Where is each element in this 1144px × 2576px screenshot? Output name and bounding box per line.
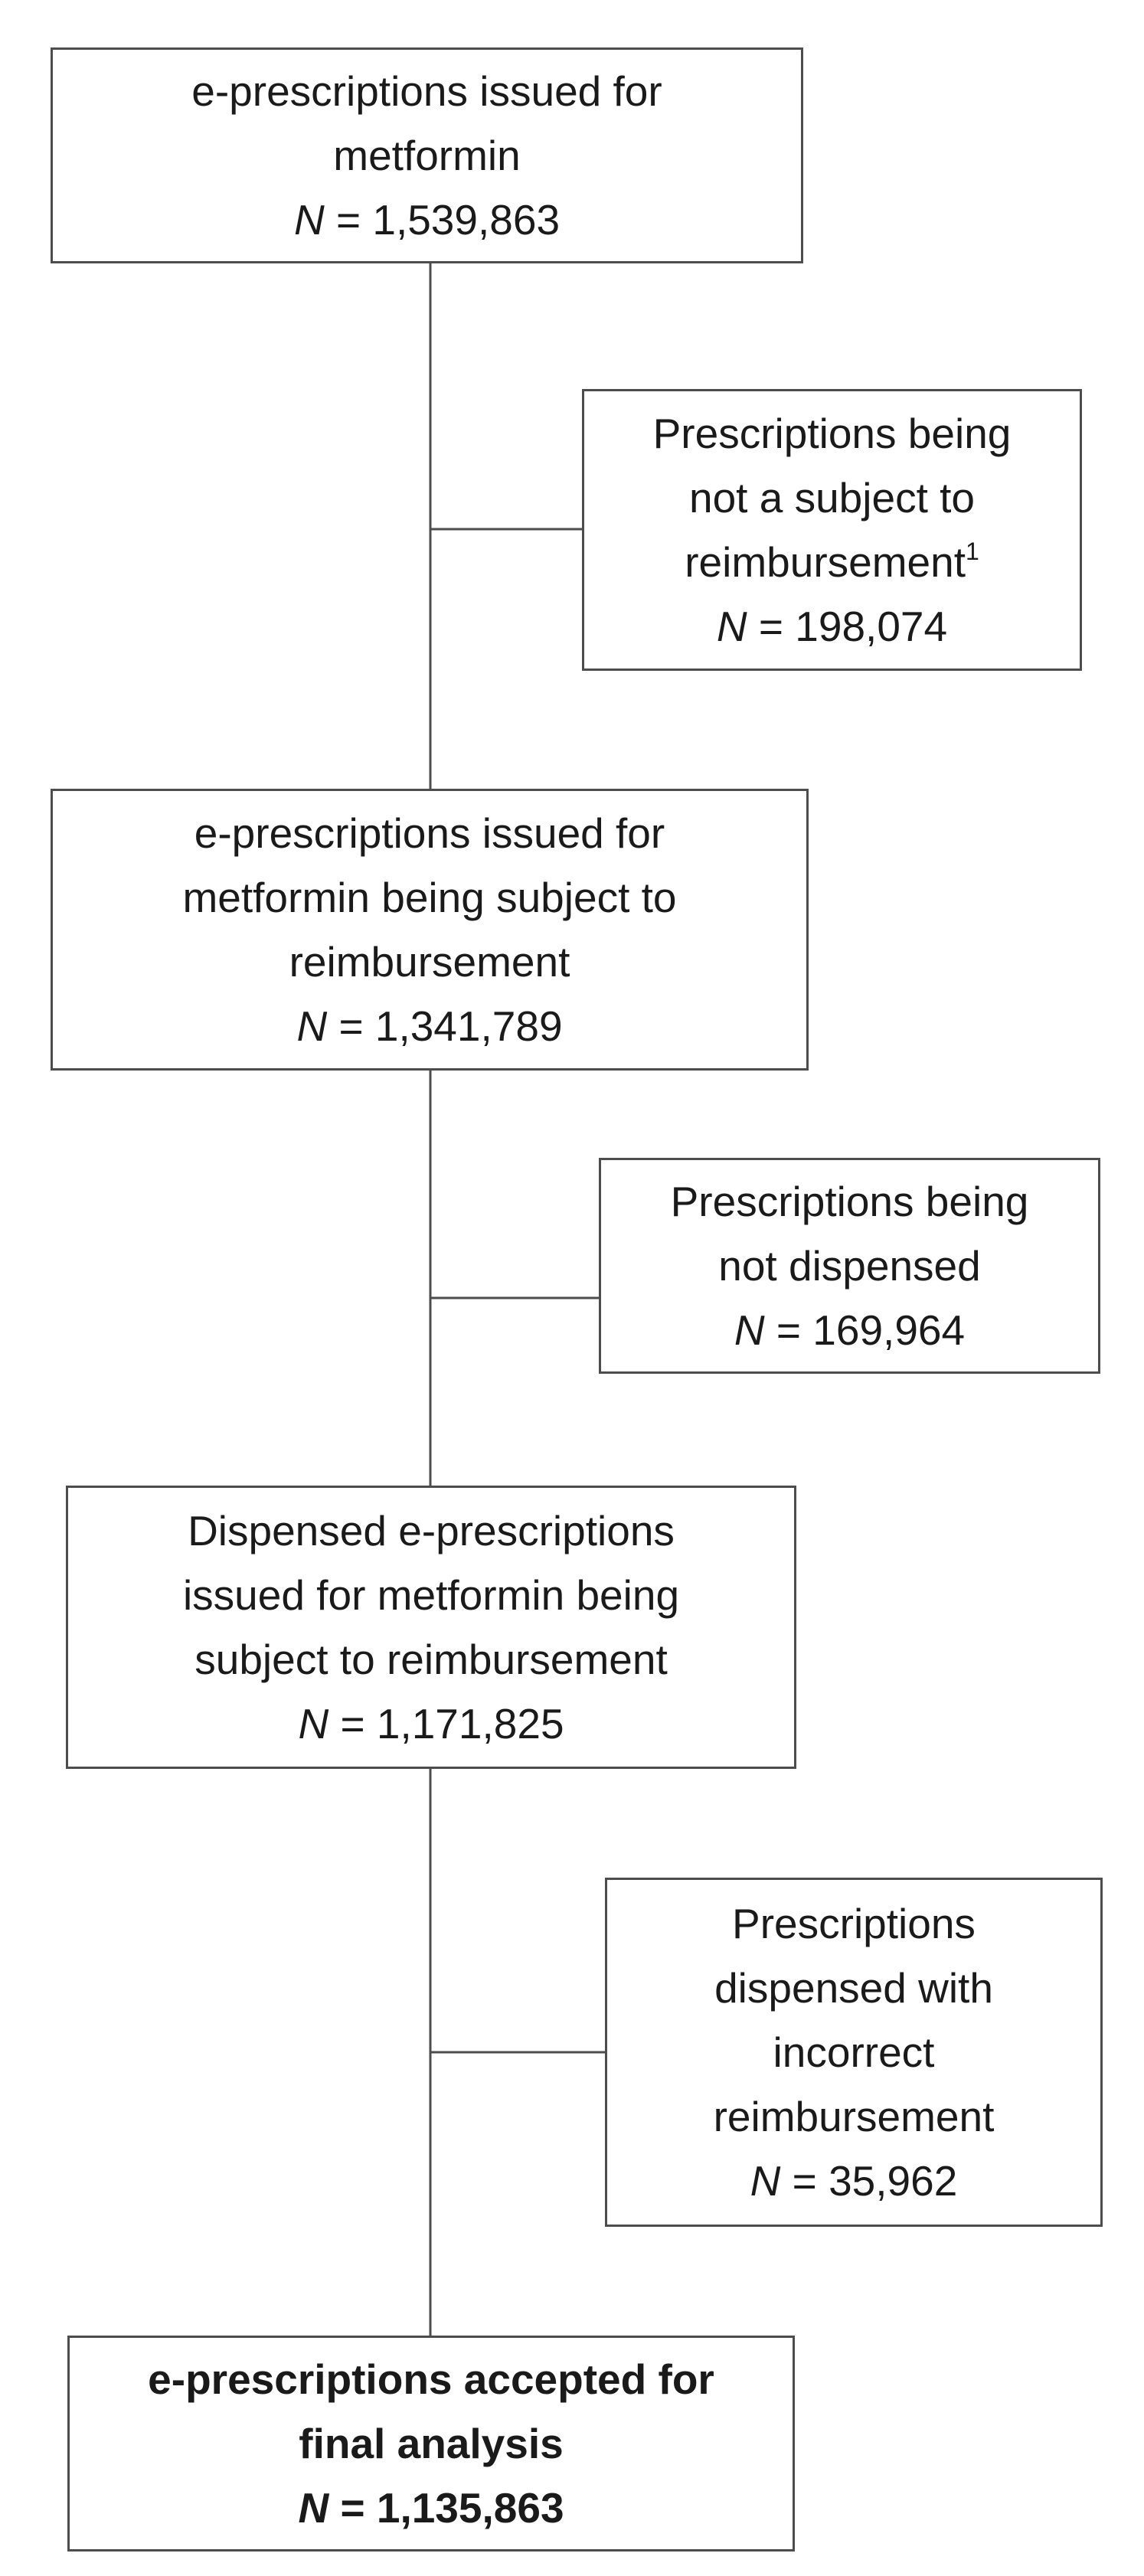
exclusion-box-3-line-2: dispensed with <box>714 1964 993 2012</box>
n-label: N <box>750 2157 781 2205</box>
exclusion-box-3-line-1: Prescriptions <box>732 1900 976 1947</box>
n-label: N <box>716 603 747 650</box>
n-label: N <box>298 1700 329 1747</box>
main-box-2-line-3: reimbursement <box>289 938 570 986</box>
final-box-line-2: final analysis <box>299 2420 564 2467</box>
main-box-1-count: N = 1,539,863 <box>294 188 560 252</box>
main-box-1-line-1: e-prescriptions issued for <box>191 67 662 115</box>
exclusion-box-3-line-4: reimbursement <box>713 2093 995 2140</box>
exclusion-box-1: Prescriptions being not a subject to rei… <box>582 389 1082 671</box>
n-value: = 35,962 <box>780 2157 958 2205</box>
footnote-marker: 1 <box>966 538 979 565</box>
final-box-line-1: e-prescriptions accepted for <box>148 2355 714 2403</box>
main-box-2-line-2: metformin being subject to <box>182 874 677 921</box>
main-box-3-line-2: issued for metformin being <box>182 1571 680 1619</box>
exclusion-box-2-line-1: Prescriptions being <box>670 1178 1029 1225</box>
exclusion-box-2-count: N = 169,964 <box>734 1298 965 1362</box>
exclusion-box-1-line-2: not a subject to <box>688 474 976 521</box>
exclusion-box-3-line-3: incorrect <box>773 2028 935 2076</box>
main-box-1: e-prescriptions issued for metformin N =… <box>51 47 803 263</box>
main-box-3-line-3: subject to reimbursement <box>194 1636 668 1683</box>
n-value: = 1,539,863 <box>324 196 561 244</box>
n-label: N <box>734 1306 765 1354</box>
n-value: = 169,964 <box>764 1306 966 1354</box>
exclusion-box-3: Prescriptions dispensed with incorrect r… <box>605 1878 1103 2227</box>
exclusion-box-1-line-1: Prescriptions being <box>652 410 1012 457</box>
main-box-1-line-2: metformin <box>333 132 521 179</box>
exclusion-box-2-line-2: not dispensed <box>718 1242 981 1290</box>
n-label: N <box>296 1002 328 1050</box>
exclusion-box-2: Prescriptions being not dispensed N = 16… <box>599 1158 1100 1374</box>
final-box-count: N = 1,135,863 <box>298 2476 564 2540</box>
exclusion-box-3-count: N = 35,962 <box>750 2149 958 2213</box>
exclusion-box-1-line-3-text: reimbursement <box>685 538 966 586</box>
main-box-3: Dispensed e-prescriptions issued for met… <box>66 1486 796 1769</box>
n-value: = 1,341,789 <box>327 1002 563 1050</box>
n-value: = 1,135,863 <box>328 2484 564 2532</box>
exclusion-box-1-line-3: reimbursement1 <box>685 530 979 594</box>
main-box-2-line-1: e-prescriptions issued for <box>194 809 665 857</box>
main-box-3-line-1: Dispensed e-prescriptions <box>188 1507 675 1554</box>
n-label: N <box>298 2484 329 2532</box>
final-analysis-box: e-prescriptions accepted for final analy… <box>67 2336 795 2551</box>
main-box-2: e-prescriptions issued for metformin bei… <box>51 789 809 1071</box>
main-box-3-count: N = 1,171,825 <box>298 1692 564 1756</box>
n-value: = 1,171,825 <box>328 1700 564 1747</box>
n-label: N <box>293 196 325 244</box>
n-value: = 198,074 <box>747 603 948 650</box>
exclusion-box-1-count: N = 198,074 <box>717 594 947 659</box>
main-box-2-count: N = 1,341,789 <box>296 994 562 1058</box>
